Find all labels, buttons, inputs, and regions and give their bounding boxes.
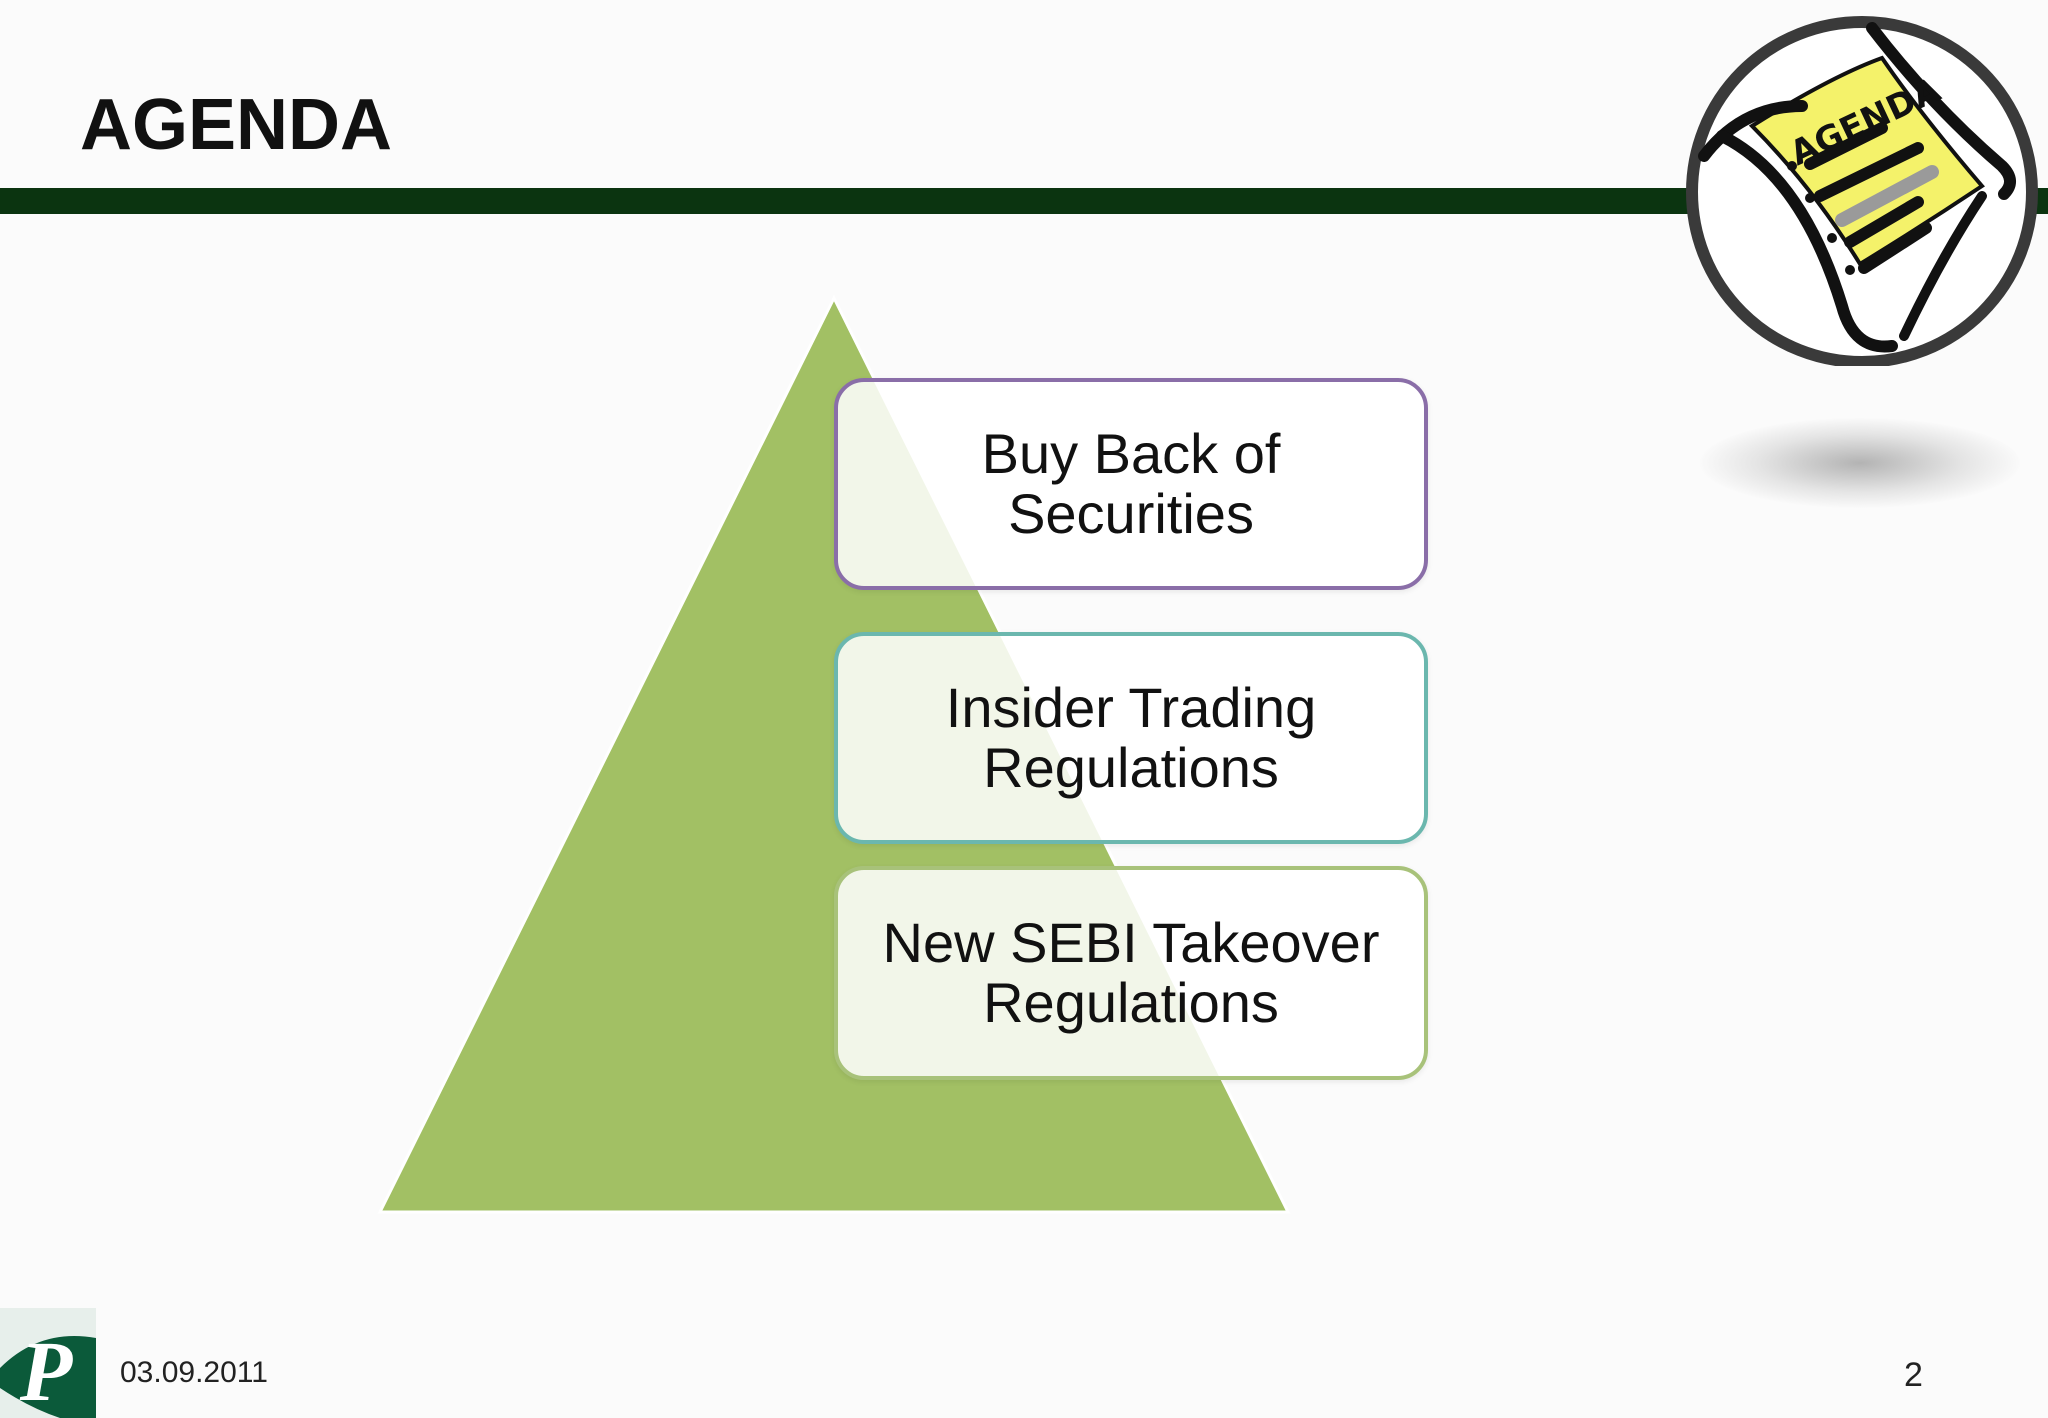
agenda-item-text: Insider Trading Regulations [946, 678, 1316, 798]
agenda-item-insider-trading: Insider Trading Regulations [834, 632, 1428, 844]
footer-date: 03.09.2011 [120, 1356, 268, 1389]
agenda-notepad-icon: AGENDA [1686, 16, 2038, 366]
agenda-item-text: New SEBI Takeover Regulations [883, 913, 1380, 1033]
page-number: 2 [1904, 1356, 1923, 1394]
agenda-item-sebi-takeover: New SEBI Takeover Regulations [834, 866, 1428, 1080]
agenda-item-buy-back: Buy Back of Securities [834, 378, 1428, 590]
agenda-item-line: Regulations [983, 971, 1279, 1034]
agenda-item-line: Buy Back of [981, 422, 1281, 485]
slide-title: AGENDA [80, 85, 393, 165]
agenda-item-line: Regulations [983, 736, 1279, 799]
agenda-item-line: New SEBI Takeover [882, 911, 1380, 974]
agenda-item-line: Securities [1008, 482, 1254, 545]
company-logo: P [0, 1308, 96, 1418]
agenda-icon-shadow [1700, 418, 2020, 508]
agenda-item-text: Buy Back of Securities [982, 424, 1281, 544]
svg-text:P: P [19, 1323, 74, 1418]
agenda-item-line: Insider Trading [945, 676, 1317, 739]
